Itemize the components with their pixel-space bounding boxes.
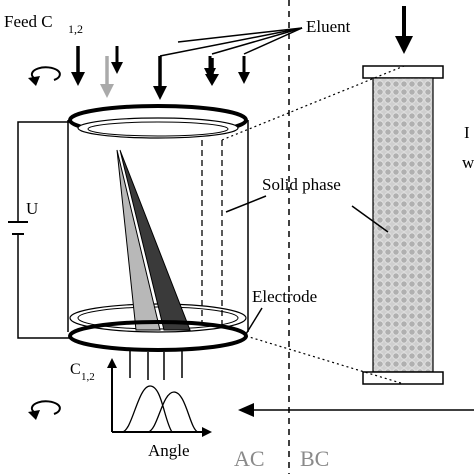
eluent-arrows	[153, 56, 250, 100]
annular-cylinder	[67, 104, 249, 352]
peak-1	[121, 385, 173, 433]
feed-text: Feed C	[4, 12, 53, 31]
voltage-label: U	[26, 199, 38, 218]
solid-phase-pointer	[225, 195, 267, 213]
packed-bed	[372, 77, 434, 373]
rotate-arrow-icon	[28, 400, 61, 420]
eluent-label: Eluent	[306, 17, 351, 36]
conc-text: C	[70, 361, 81, 378]
section-label-bc: BC	[300, 446, 329, 471]
elution-plot	[107, 358, 212, 437]
rotate-arrow-icon	[28, 66, 61, 86]
batch-column	[362, 6, 444, 385]
eluent-pointers	[159, 27, 303, 57]
return-arrow	[238, 403, 474, 417]
cutoff-text-1: I	[464, 123, 470, 142]
column-top-cap	[362, 65, 444, 79]
component-band-dark	[119, 149, 191, 331]
conc-label: C 1,2	[70, 361, 95, 383]
column-bottom-cap	[362, 371, 444, 385]
component-band-light	[116, 149, 161, 331]
feed-label: Feed C 1,2	[4, 12, 83, 36]
peak-2	[147, 391, 199, 433]
electrode-label: Electrode	[252, 287, 317, 306]
feed-subscript: 1,2	[68, 22, 83, 36]
feed-arrows	[71, 46, 123, 98]
outlet-lines	[129, 350, 183, 380]
angle-label: Angle	[148, 441, 190, 460]
section-label-ac: AC	[234, 446, 265, 471]
voltage-circuit	[8, 121, 70, 339]
solid-phase-pointer-right	[351, 205, 389, 233]
conc-subscript: 1,2	[81, 371, 95, 383]
solid-phase-label: Solid phase	[262, 175, 341, 194]
electrode-pointer	[245, 307, 263, 335]
cutoff-text-2: w	[462, 153, 474, 172]
